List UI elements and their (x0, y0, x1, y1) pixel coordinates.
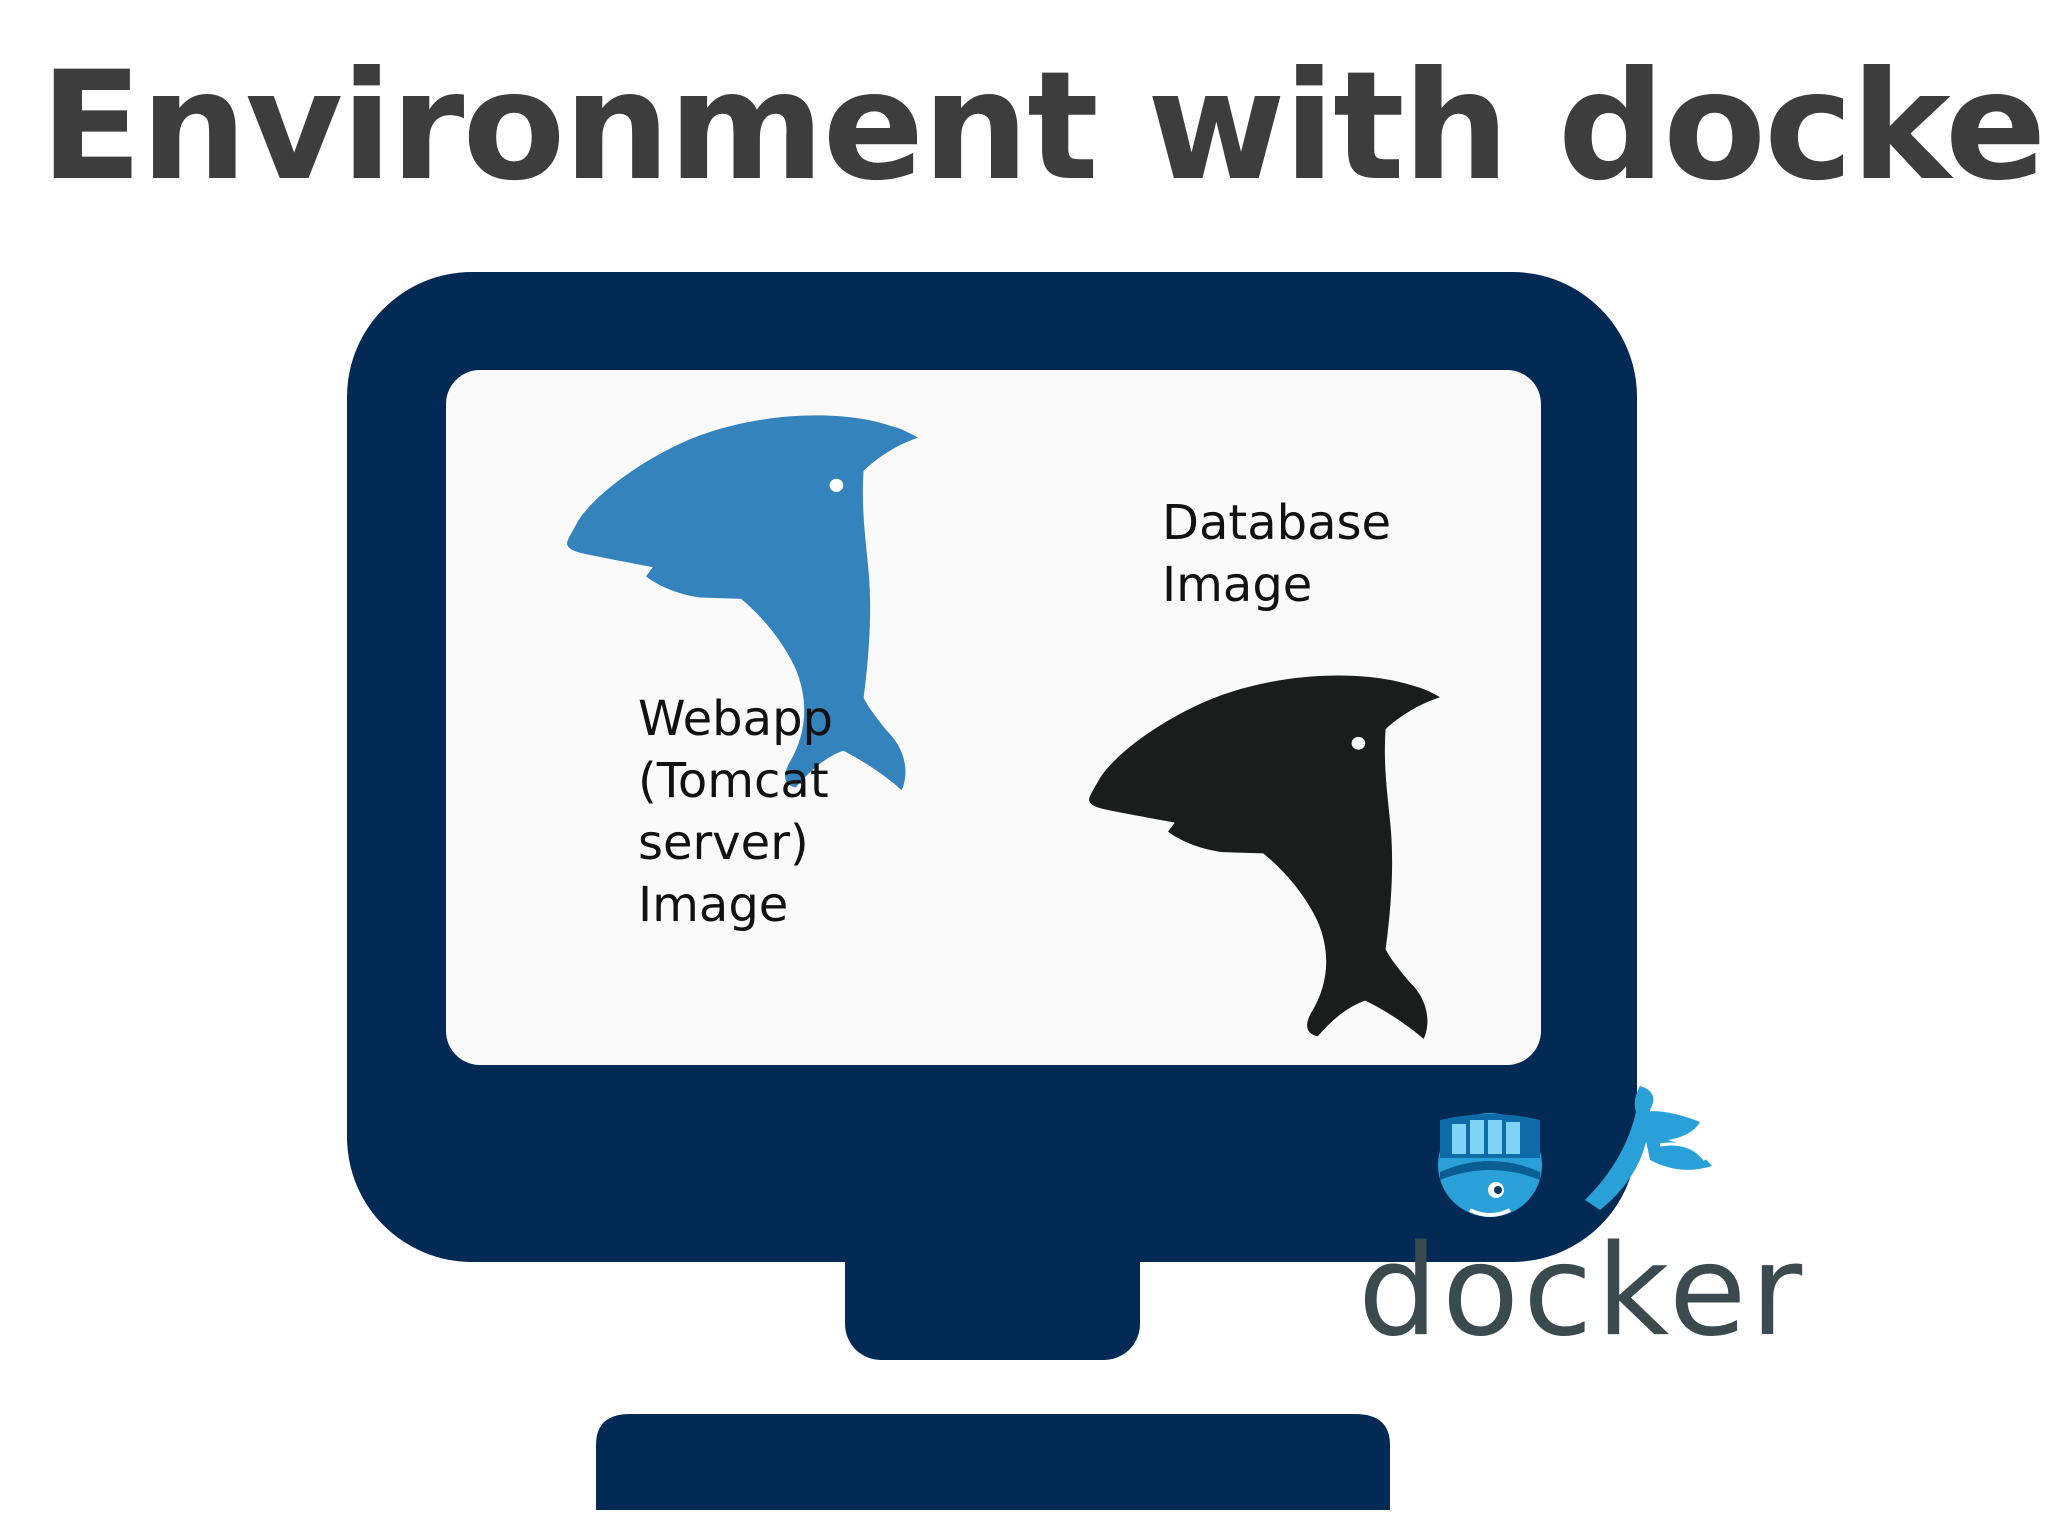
docker-wordmark: docker (1358, 1217, 1807, 1364)
database-label-line: Database (1162, 495, 1392, 551)
database-image-label: Database Image (1162, 492, 1391, 616)
database-label-line: Image (1162, 557, 1313, 613)
monitor-base (596, 1414, 1390, 1510)
webapp-label-line: Webapp (638, 691, 833, 747)
database-dolphin-icon (1089, 675, 1440, 1039)
webapp-dolphin-icon (567, 415, 918, 791)
webapp-image-label: Webapp (Tomcat server) Image (638, 688, 833, 936)
page-title: Environment with docker (40, 40, 2048, 214)
webapp-label-line: (Tomcat (638, 753, 829, 809)
webapp-label-line: server) (638, 815, 809, 871)
webapp-label-line: Image (638, 877, 789, 933)
docker-whale-icon (1438, 1086, 1712, 1217)
